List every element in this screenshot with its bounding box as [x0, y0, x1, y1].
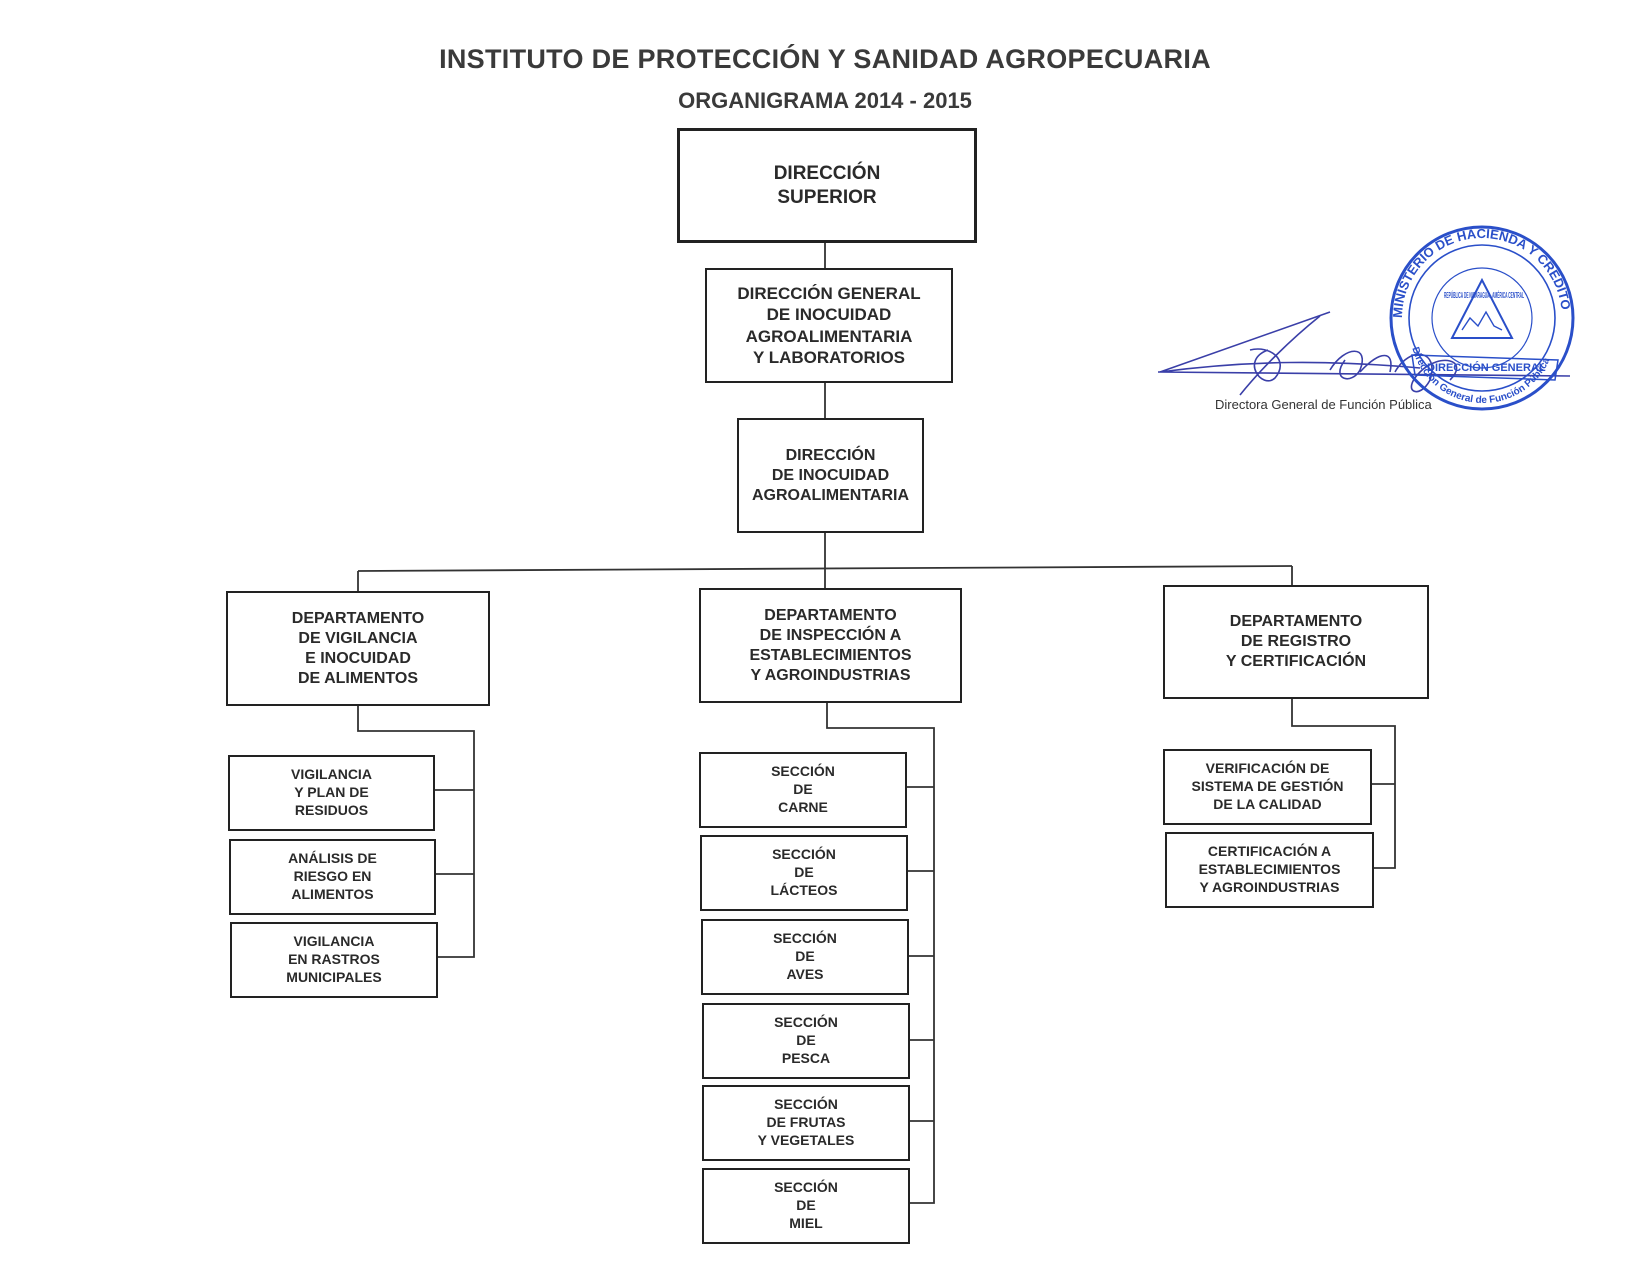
official-seal [1389, 225, 1575, 411]
box-unit-seccion-aves: SECCIÓN DE AVES [701, 919, 909, 995]
connector-right-dept-trunk [1291, 698, 1396, 869]
connector-left-dept-trunk [357, 705, 475, 958]
box-unit-seccion-lacteos: SECCIÓN DE LÁCTEOS [700, 835, 908, 911]
box-unit-seccion-miel: SECCIÓN DE MIEL [702, 1168, 910, 1244]
seal-band-text: DIRECCIÓN GENERAL [1427, 361, 1546, 374]
connector-center-dept-trunk [826, 702, 935, 1204]
box-direccion-superior: DIRECCIÓN SUPERIOR [677, 128, 977, 243]
box-unit-seccion-pesca: SECCIÓN DE PESCA [702, 1003, 910, 1079]
box-unit-verificacion-calidad: VERIFICACIÓN DE SISTEMA DE GESTIÓN DE LA… [1163, 749, 1372, 825]
chart-subtitle: ORGANIGRAMA 2014 - 2015 [678, 88, 972, 113]
box-unit-vigilancia-residuos: VIGILANCIA Y PLAN DE RESIDUOS [228, 755, 435, 831]
box-unit-analisis-riesgo: ANÁLISIS DE RIESGO EN ALIMENTOS [229, 839, 436, 915]
box-unit-vigilancia-rastros: VIGILANCIA EN RASTROS MUNICIPALES [230, 922, 438, 998]
connector-bus [357, 565, 1293, 572]
seal-inner-text: REPÚBLICA DE NICARAGUA - AMÉRICA CENTRAL [1444, 291, 1524, 300]
box-unit-seccion-frutas: SECCIÓN DE FRUTAS Y VEGETALES [702, 1085, 910, 1161]
box-unit-certificacion: CERTIFICACIÓN A ESTABLECIMIENTOS Y AGROI… [1165, 832, 1374, 908]
box-dept-registro: DEPARTAMENTO DE REGISTRO Y CERTIFICACIÓN [1163, 585, 1429, 699]
signature-mark [1157, 311, 1571, 396]
box-unit-seccion-carne: SECCIÓN DE CARNE [699, 752, 907, 828]
box-dept-vigilancia: DEPARTAMENTO DE VIGILANCIA E INOCUIDAD D… [226, 591, 490, 706]
signature-caption: Directora General de Función Pública [1215, 397, 1432, 412]
institution-title: INSTITUTO DE PROTECCIÓN Y SANIDAD AGROPE… [439, 44, 1211, 74]
box-direccion-general: DIRECCIÓN GENERAL DE INOCUIDAD AGROALIME… [705, 268, 953, 383]
box-direccion-inocuidad: DIRECCIÓN DE INOCUIDAD AGROALIMENTARIA [737, 418, 924, 533]
box-dept-inspeccion: DEPARTAMENTO DE INSPECCIÓN A ESTABLECIMI… [699, 588, 962, 703]
